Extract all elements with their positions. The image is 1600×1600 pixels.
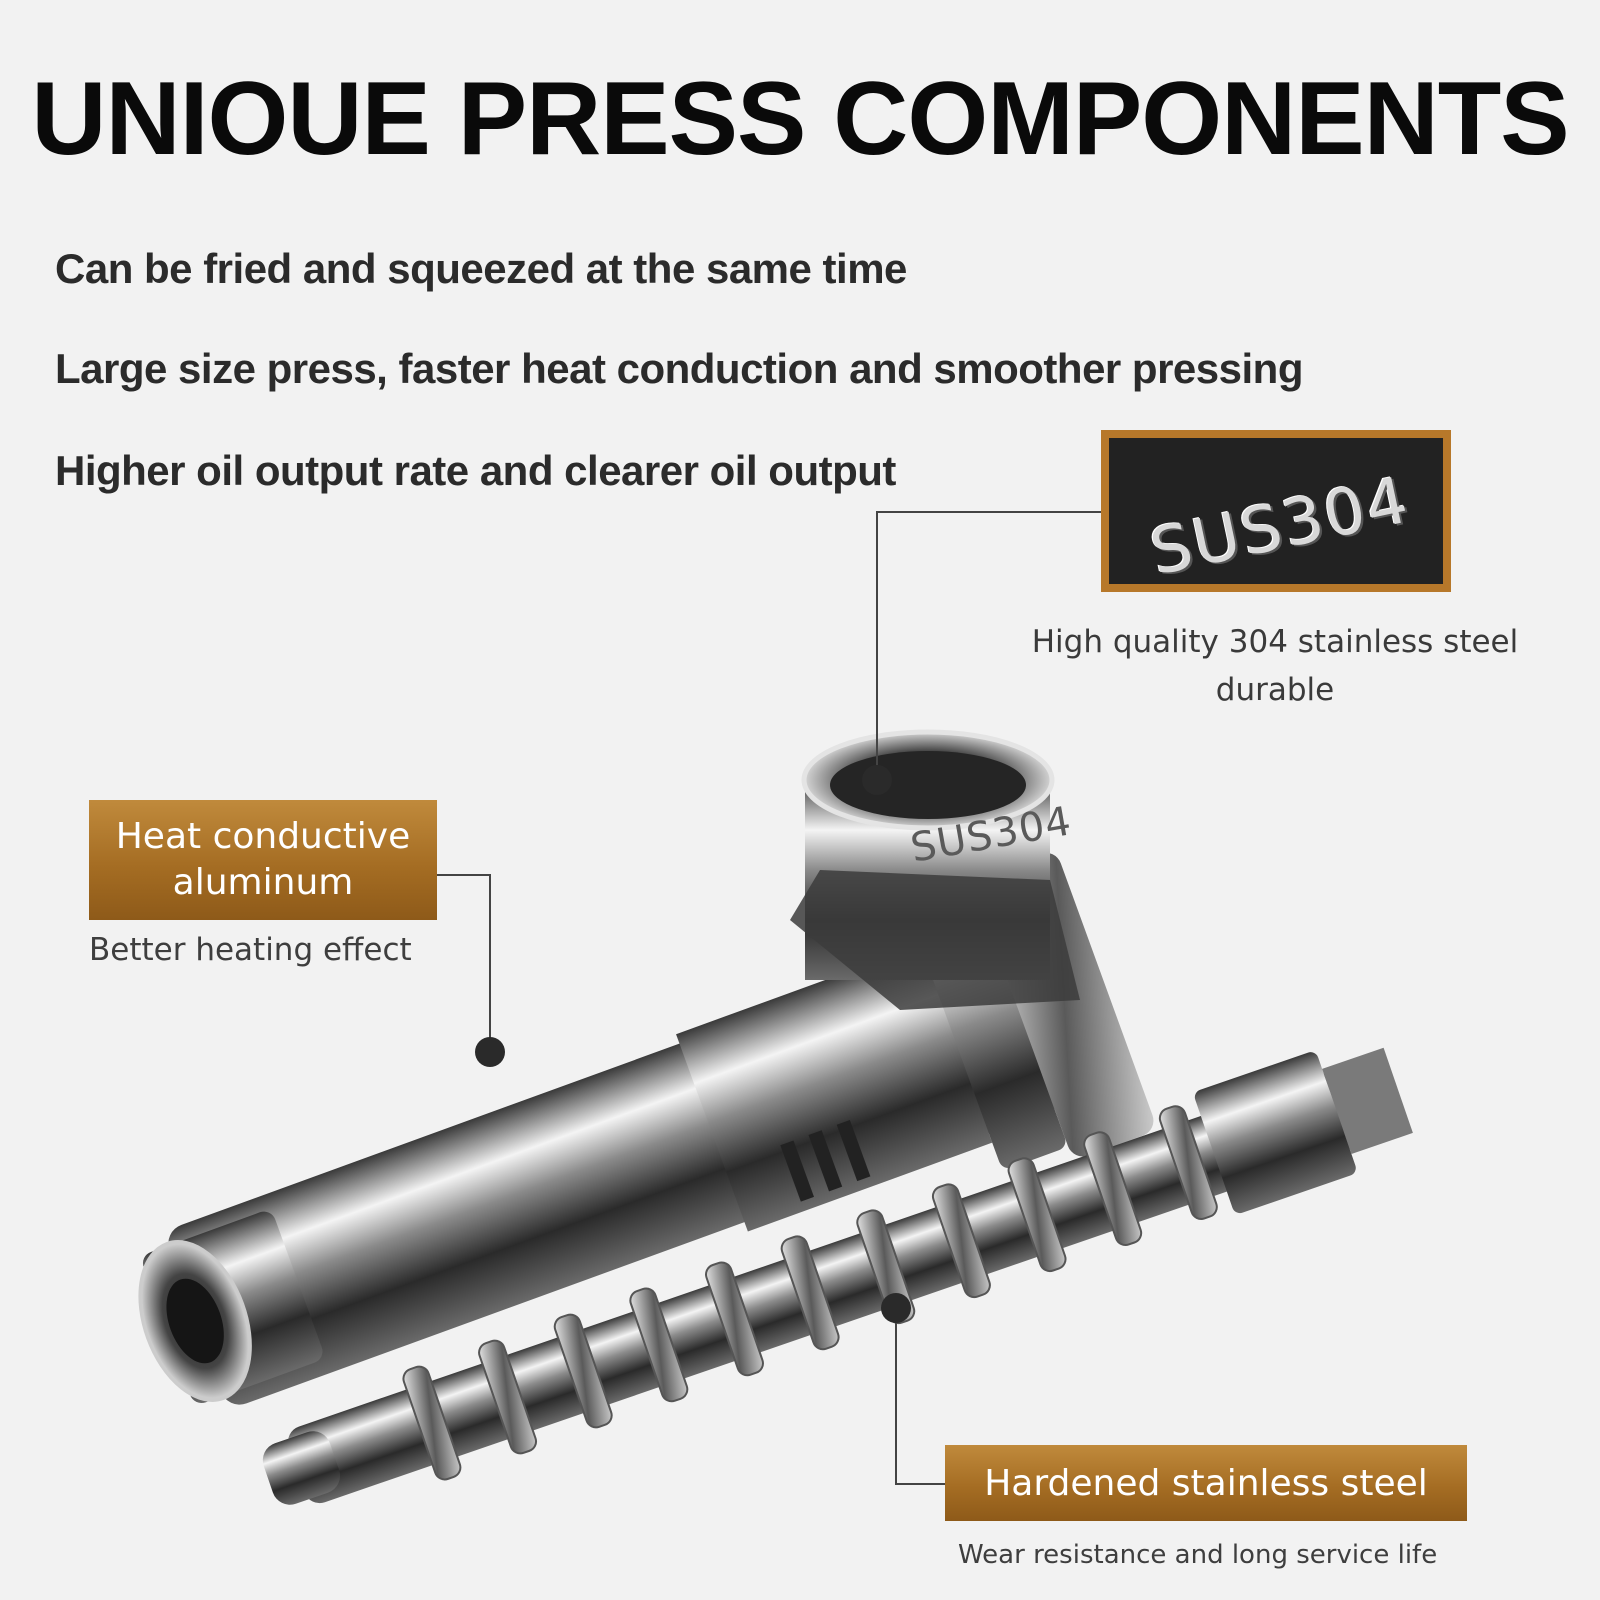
feature-line-2: Large size press, faster heat conduction… bbox=[55, 345, 1304, 392]
callout-dot-steel bbox=[862, 765, 892, 795]
press-screw bbox=[262, 1047, 1413, 1505]
page-title: UNIOUE PRESS COMPONENTS bbox=[31, 61, 1569, 177]
callout-dot-hardened bbox=[881, 1293, 911, 1323]
hardened-steel-label-text: Hardened stainless steel bbox=[984, 1462, 1428, 1504]
heat-conductive-label-text: Heat conductive aluminum bbox=[115, 816, 411, 903]
hardened-steel-label: Hardened stainless steel bbox=[945, 1445, 1467, 1521]
heat-conductive-label: Heat conductive aluminum bbox=[89, 800, 437, 920]
heat-caption: Better heating effect bbox=[89, 932, 412, 968]
press-hopper bbox=[790, 729, 1080, 1010]
steel-caption: High quality 304 stainless steel durable bbox=[1031, 624, 1519, 708]
callout-dot-heat bbox=[475, 1037, 505, 1067]
leader-lines bbox=[437, 511, 1101, 1485]
feature-line-3: Higher oil output rate and clearer oil o… bbox=[55, 447, 896, 494]
feature-line-1: Can be fried and squeezed at the same ti… bbox=[55, 245, 907, 292]
steel-closeup-inset: SUS304 bbox=[1101, 430, 1451, 592]
hardened-caption: Wear resistance and long service life bbox=[958, 1540, 1438, 1570]
sus304-stamp: SUS304 bbox=[1144, 463, 1417, 591]
